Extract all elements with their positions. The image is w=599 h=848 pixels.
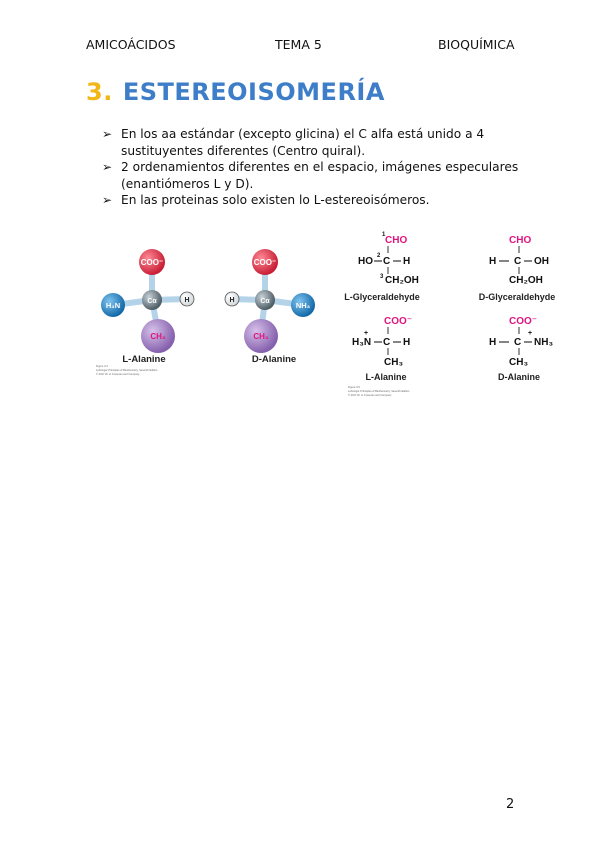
svg-text:H₃N: H₃N [106,301,120,310]
svg-text:CH₂OH: CH₂OH [509,275,543,286]
alpha-carbon-atom [255,290,275,310]
svg-text:© 2017 W. H. Freeman and Compa: © 2017 W. H. Freeman and Company [96,372,140,376]
svg-text:H₃N: H₃N [352,337,371,348]
l-alanine-fischer: COO⁻ + H₃N C H CH₃ L-Alanine [352,316,412,382]
svg-text:Lehninger Principles of Bioche: Lehninger Principles of Biochemistry, Se… [96,368,158,372]
amino-atom [101,293,125,317]
amino-atom [291,293,315,317]
bullet-text: En las proteinas solo existen lo L-ester… [121,193,430,207]
svg-text:H: H [184,297,189,304]
figure-caption: Figure 3-4 Lehninger Principles of Bioch… [96,364,158,376]
l-glyceraldehyde: 1 CHO HO 2 C H 3 CH₂OH L-Glyceraldehyde [344,232,420,302]
figure-caption: Figure 3-5 Lehninger Principles of Bioch… [348,385,410,397]
l-alanine-label: L-Alanine [122,354,165,365]
svg-text:CHO: CHO [385,235,407,246]
d-alanine-fischer: COO⁻ H C + NH₃ CH₃ D-Alanine [489,316,553,382]
arrow-bullet-icon: ➢ [102,160,113,174]
svg-text:COO⁻: COO⁻ [384,316,412,327]
svg-text:1: 1 [382,232,386,238]
methyl-atom [141,319,175,353]
arrow-bullet-icon: ➢ [102,193,113,207]
svg-text:COO⁻: COO⁻ [141,258,163,267]
svg-text:OH: OH [534,256,549,267]
bullet-list: ➢ En los aa estándar (excepto glicina) el… [102,126,522,209]
svg-text:NH₃: NH₃ [534,337,553,348]
svg-text:NH₃: NH₃ [296,301,311,310]
section-title: ESTEREOISOMERÍA [122,78,385,106]
hydrogen-atom [179,291,195,307]
section-number: 3. [86,78,113,106]
d-alanine-model: COO⁻ CH₃ NH₃ H Cα D-Alanine [224,249,315,365]
d-alanine-label: D-Alanine [252,354,296,365]
svg-text:2: 2 [377,253,381,259]
svg-text:H: H [403,256,410,267]
d-alanine-fischer-label: D-Alanine [498,372,540,382]
alpha-carbon-atom [142,290,162,310]
svg-text:CH₃: CH₃ [509,357,528,368]
arrow-bullet-icon: ➢ [102,127,113,141]
svg-text:C: C [514,337,521,348]
svg-text:HO: HO [358,256,373,267]
svg-text:CH₃: CH₃ [384,357,403,368]
svg-text:CH₃: CH₃ [150,332,166,341]
svg-text:CHO: CHO [509,235,531,246]
d-glyceraldehyde: CHO H C OH CH₂OH D-Glyceraldehyde [479,235,556,302]
svg-text:C: C [383,256,390,267]
bullet-item: ➢ 2 ordenamientos diferentes en el espaci… [102,159,522,192]
carboxylate-atom [139,249,165,275]
bullet-item: ➢ En las proteinas solo existen lo L-este… [102,192,522,209]
header-topic: TEMA 5 [275,37,322,52]
page-number: 2 [506,797,515,812]
svg-text:C: C [514,256,521,267]
bullet-text: En los aa estándar (excepto glicina) el … [121,127,485,158]
svg-text:+: + [364,330,368,337]
svg-text:H: H [403,337,410,348]
header-subject: AMICOÁCIDOS [86,37,176,52]
svg-text:Lehninger Principles of Bioche: Lehninger Principles of Biochemistry, Se… [348,389,410,393]
section-heading: 3. ESTEREOISOMERÍA [86,78,385,106]
header-course: BIOQUÍMICA [438,37,515,52]
svg-text:COO⁻: COO⁻ [254,258,276,267]
svg-text:Figure 3-4: Figure 3-4 [96,364,108,368]
svg-text:© 2017 W. H. Freeman and Compa: © 2017 W. H. Freeman and Company [348,393,392,397]
bullet-item: ➢ En los aa estándar (excepto glicina) el… [102,126,522,159]
svg-text:+: + [528,330,532,337]
hydrogen-atom [224,291,240,307]
svg-text:Figure 3-5: Figure 3-5 [348,385,360,389]
svg-text:H: H [489,337,496,348]
l-alanine-fischer-label: L-Alanine [365,372,406,382]
svg-text:Cα: Cα [260,298,270,305]
svg-text:CH₃: CH₃ [253,332,269,341]
svg-text:H: H [229,297,234,304]
svg-text:H: H [489,256,496,267]
bullet-text: 2 ordenamientos diferentes en el espacio… [121,160,519,191]
alanine-ball-stick-figure: COO⁻ CH₃ H₃N H Cα L-Alanine COO⁻ CH₃ NH₃… [96,249,315,376]
svg-text:CH₂OH: CH₂OH [385,275,419,286]
l-alanine-model: COO⁻ CH₃ H₃N H Cα L-Alanine [101,249,195,365]
methyl-atom [244,319,278,353]
svg-text:3: 3 [380,274,384,280]
svg-text:Cα: Cα [147,298,157,305]
svg-text:C: C [383,337,390,348]
d-glyceraldehyde-label: D-Glyceraldehyde [479,292,556,302]
fischer-projection-figure: 1 CHO HO 2 C H 3 CH₂OH L-Glyceraldehyde … [344,232,556,397]
l-glyceraldehyde-label: L-Glyceraldehyde [344,292,420,302]
carboxylate-atom [252,249,278,275]
svg-text:COO⁻: COO⁻ [509,316,537,327]
